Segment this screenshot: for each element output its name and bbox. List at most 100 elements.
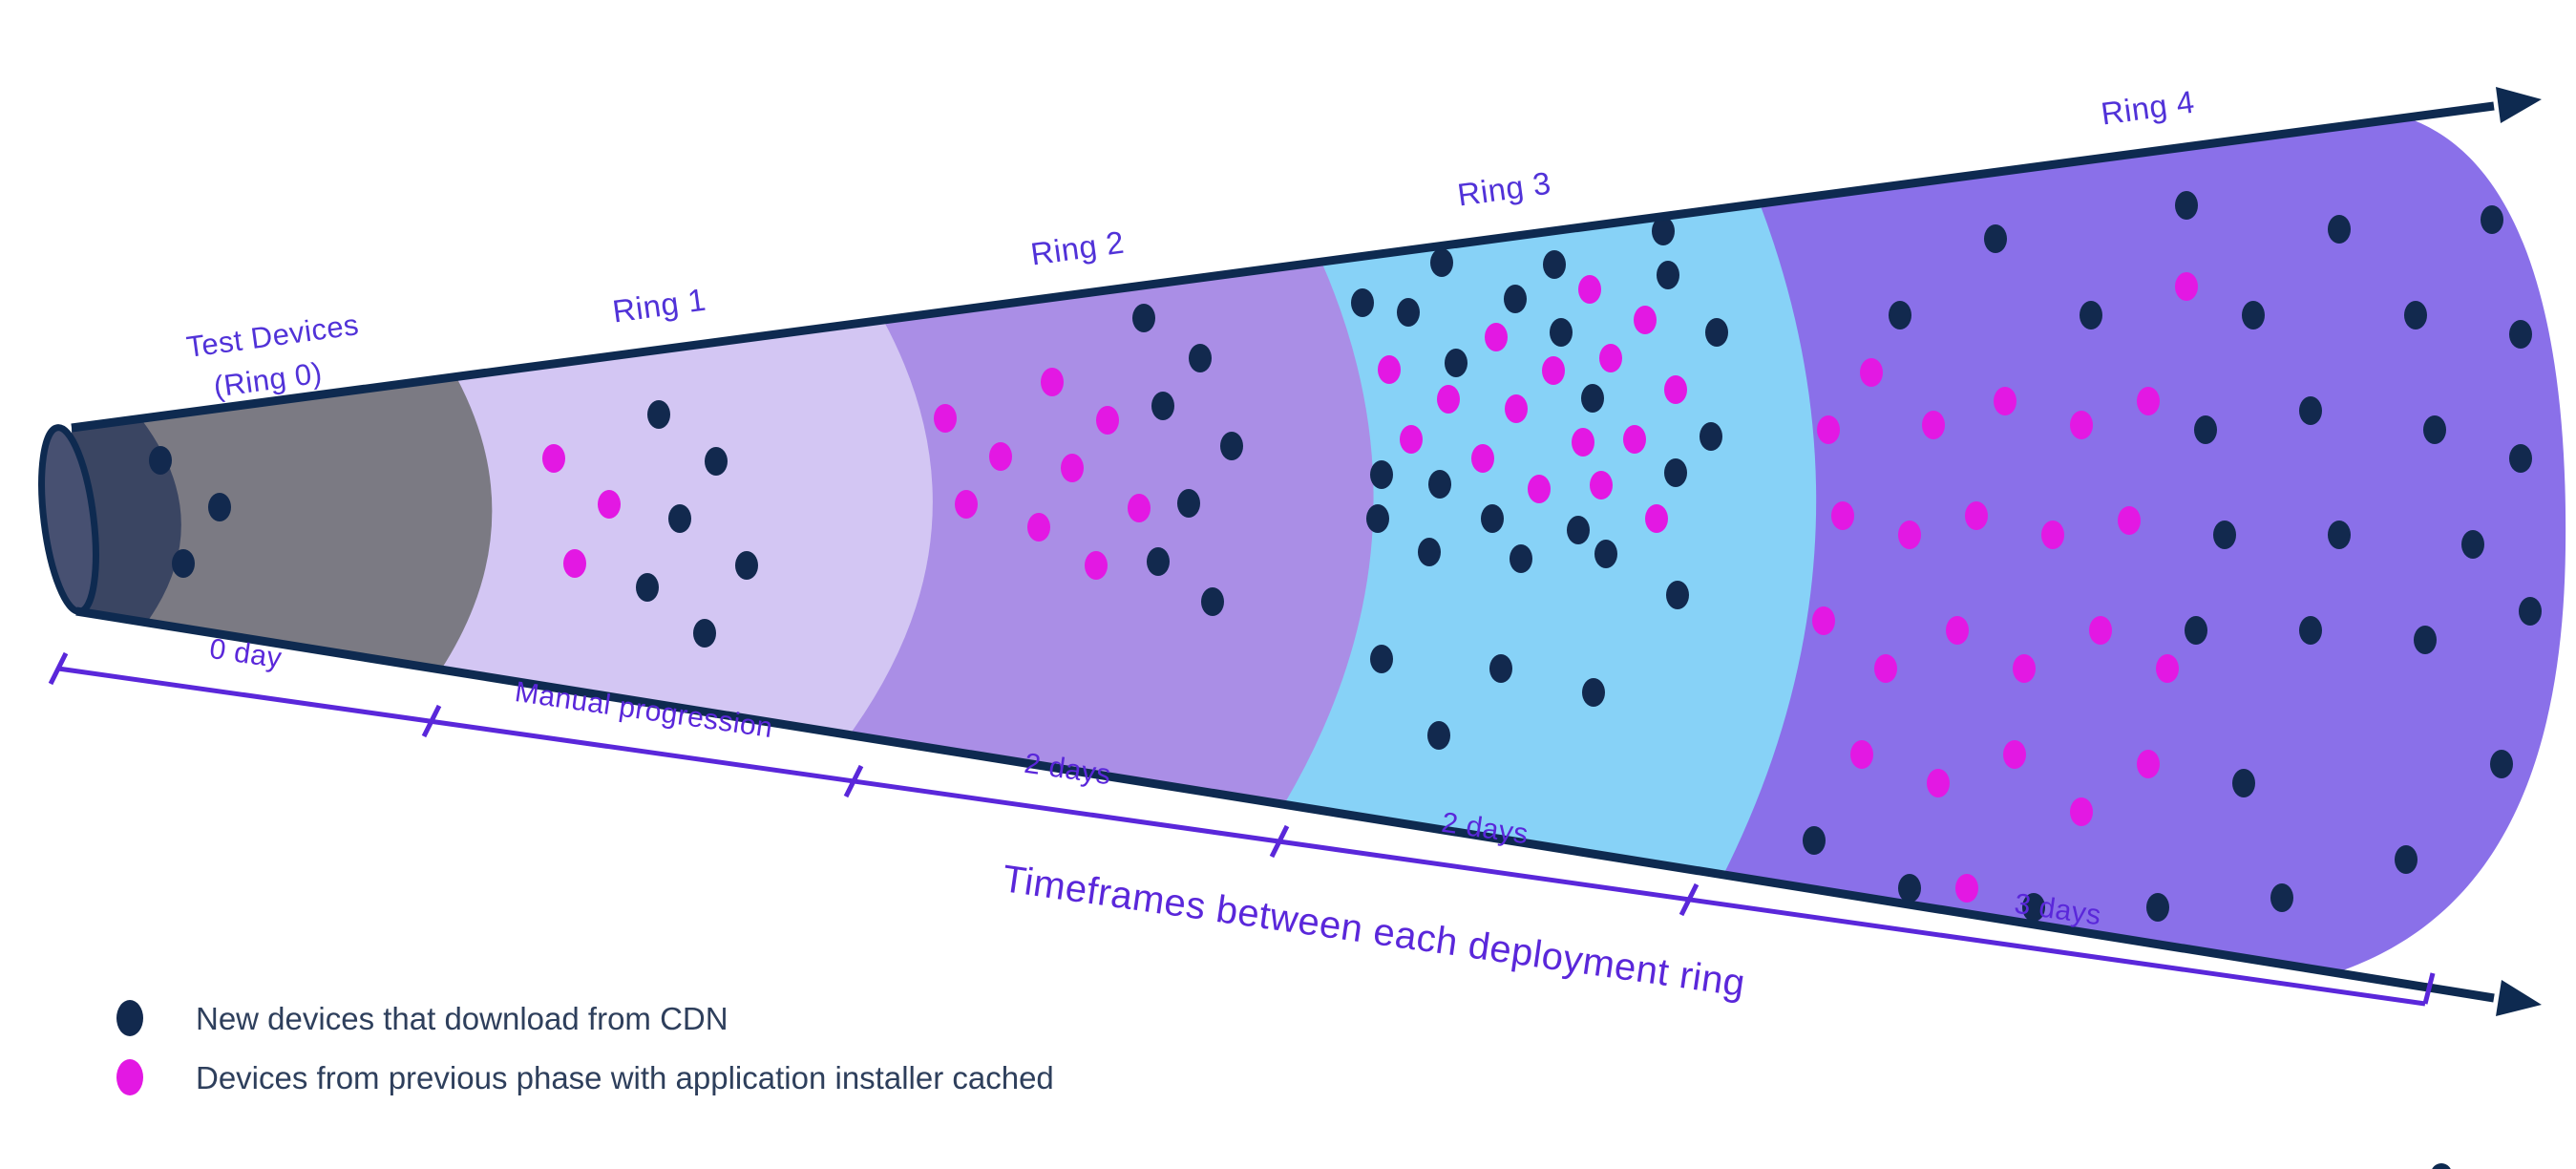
device-dot-cdn [2481, 205, 2503, 234]
device-dot-cached [2089, 616, 2112, 645]
device-dot-cdn [2270, 883, 2293, 912]
device-dot-cached [1994, 387, 2016, 415]
device-dot-cdn [1370, 460, 1393, 489]
device-dot-cached [989, 442, 1012, 471]
device-dot-cached [1965, 501, 1988, 530]
device-dot-cdn [1594, 540, 1617, 568]
device-dot-cached [2118, 506, 2141, 535]
device-dot-cdn [2461, 530, 2484, 559]
device-dot-cached [2013, 654, 2036, 683]
device-dot-cdn [1481, 504, 1504, 533]
device-dot-cdn [647, 400, 670, 429]
device-dot-cdn [1652, 217, 1675, 245]
device-dot-cached [1041, 368, 1064, 396]
timeline-axis-line [57, 666, 2426, 1007]
device-dot-cached [1061, 454, 1084, 482]
device-dot-cdn [2080, 301, 2102, 329]
device-dot-cdn [1664, 458, 1687, 487]
device-dot-cdn [705, 447, 728, 476]
device-dot-cdn [1430, 248, 1453, 277]
device-dot-cached [2041, 521, 2064, 549]
device-dot-cached [1860, 358, 1883, 387]
device-dot-cdn [1189, 344, 1212, 372]
device-dot-cached [1599, 344, 1622, 372]
device-dot-cached [1485, 323, 1508, 351]
device-dot-cdn [1201, 587, 1224, 616]
device-dot-cdn [2213, 521, 2236, 549]
device-dot-cdn [1428, 470, 1451, 499]
device-dot-cdn [2299, 396, 2322, 425]
device-dot-cdn [2232, 769, 2255, 797]
timeline-tick-2 [843, 764, 864, 798]
device-dot-cdn [1504, 285, 1527, 313]
device-dot-cached [1528, 475, 1551, 503]
device-dot-cdn [1666, 581, 1689, 609]
device-dot-cdn [1984, 224, 2007, 253]
device-dot-cached [2070, 797, 2093, 826]
device-dot-cdn [2490, 750, 2513, 778]
device-dot-cached [1874, 654, 1897, 683]
device-dot-cached [2003, 740, 2026, 769]
device-dot-cached [563, 549, 586, 578]
device-dot-cdn [1581, 384, 1604, 413]
device-dot-cached [1096, 406, 1119, 435]
device-dot-cached [1027, 513, 1050, 542]
device-dot-cached [1542, 356, 1565, 385]
device-dot-cdn [1543, 250, 1566, 279]
device-dot-cached [2137, 387, 2160, 415]
device-dot-cdn [1582, 678, 1605, 707]
device-dot-cdn [693, 619, 716, 648]
device-dot-cached [1623, 425, 1646, 454]
ring-0-label-line1: Test Devices [184, 308, 361, 364]
device-dot-cdn [1370, 645, 1393, 673]
device-dot-cdn [735, 551, 758, 580]
device-dot-cdn [2423, 415, 2446, 444]
timeline-tick-end [2422, 972, 2436, 1005]
device-dot-cdn [2509, 320, 2532, 349]
device-dot-cdn [1177, 489, 1200, 518]
device-dot-cached [2156, 654, 2179, 683]
device-dot-cdn [1427, 721, 1450, 750]
ring-4-label: Ring 4 [2099, 84, 2196, 132]
device-dot-cached [1946, 616, 1969, 645]
device-dots-layer [149, 191, 2542, 922]
device-dot-cdn [1550, 318, 1573, 347]
device-dot-cdn [2185, 616, 2207, 645]
device-dot-cached [955, 490, 978, 519]
device-dot-cdn [1418, 538, 1441, 566]
device-dot-cdn [1489, 654, 1512, 683]
ring-2-label: Ring 2 [1028, 224, 1126, 272]
device-dot-cdn [1700, 422, 1722, 451]
device-dot-cdn [2509, 444, 2532, 473]
device-dot-cdn [1898, 874, 1921, 903]
device-dot-cached [1898, 521, 1921, 549]
device-dot-cdn [1889, 301, 1911, 329]
device-dot-cdn [2194, 415, 2217, 444]
device-dot-cached [1812, 606, 1835, 635]
device-dot-cached [1572, 428, 1594, 457]
legend-dot-cached-icon [116, 1059, 143, 1095]
device-dot-cdn [2242, 301, 2265, 329]
device-dot-cached [1505, 394, 1528, 423]
device-dot-cached [1831, 501, 1854, 530]
device-dot-cached [1400, 425, 1423, 454]
device-dot-cached [1128, 494, 1151, 522]
device-dot-cached [1817, 415, 1840, 444]
device-dot-cached [934, 404, 957, 433]
timeline-tick-3 [1269, 824, 1290, 859]
timeline-title: Timeframes between each deployment ring [1000, 858, 1747, 1005]
device-dot-cached [2137, 750, 2160, 778]
device-dot-cdn [2299, 616, 2322, 645]
device-dot-cached [1471, 444, 1494, 473]
device-dot-cdn [1510, 544, 1532, 573]
device-dot-cdn [1567, 516, 1590, 544]
device-dot-cdn [1151, 392, 1174, 420]
timeline-tick-4 [1679, 882, 1700, 917]
device-dot-cdn [1366, 504, 1389, 533]
device-dot-cdn [2414, 626, 2437, 654]
device-dot-cdn [668, 504, 691, 533]
device-dot-cdn [172, 549, 195, 578]
device-dot-cdn [2328, 521, 2351, 549]
